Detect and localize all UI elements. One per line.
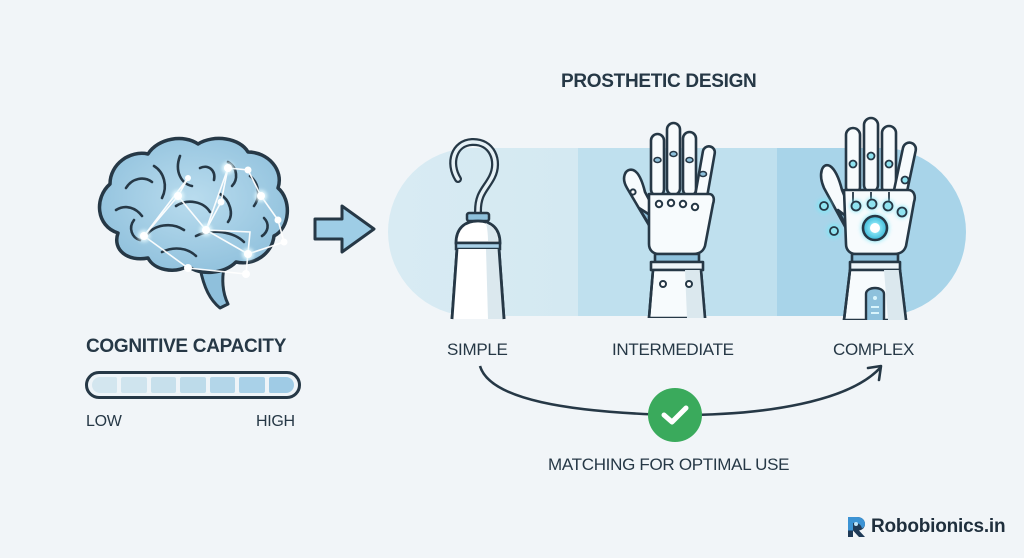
cognitive-capacity-scale <box>85 371 301 399</box>
scale-segment <box>209 377 236 393</box>
scale-segment <box>150 377 177 393</box>
arrow-right-icon <box>313 204 376 254</box>
logo-text: Robobionics.in <box>871 516 1006 537</box>
level-label-intermediate: INTERMEDIATE <box>612 340 734 359</box>
scale-segment <box>92 377 118 393</box>
checkmark-icon <box>661 405 689 425</box>
robobionics-r-logo-icon <box>848 517 865 537</box>
level-label-complex: COMPLEX <box>833 340 915 359</box>
robobionics-logo[interactable]: Robobionics.in <box>845 515 1006 539</box>
robotic-hand-icon <box>622 121 717 318</box>
scale-segment <box>180 377 206 393</box>
matching-label: MATCHING FOR OPTIMAL USE <box>548 455 790 474</box>
scale-segment <box>268 377 294 393</box>
scale-segment <box>239 377 265 393</box>
advanced-bionic-hand-icon <box>817 116 918 320</box>
scale-high-label: HIGH <box>256 413 295 430</box>
scale-segment <box>121 377 147 393</box>
check-circle-icon <box>648 388 702 442</box>
brain-network-icon <box>97 136 290 310</box>
prosthetic-design-title: PROSTHETIC DESIGN <box>561 71 757 92</box>
scale-low-label: LOW <box>86 413 122 430</box>
cognitive-capacity-title: COGNITIVE CAPACITY <box>86 336 287 357</box>
hook-prosthetic-icon <box>449 138 506 320</box>
level-label-simple: SIMPLE <box>447 340 508 359</box>
